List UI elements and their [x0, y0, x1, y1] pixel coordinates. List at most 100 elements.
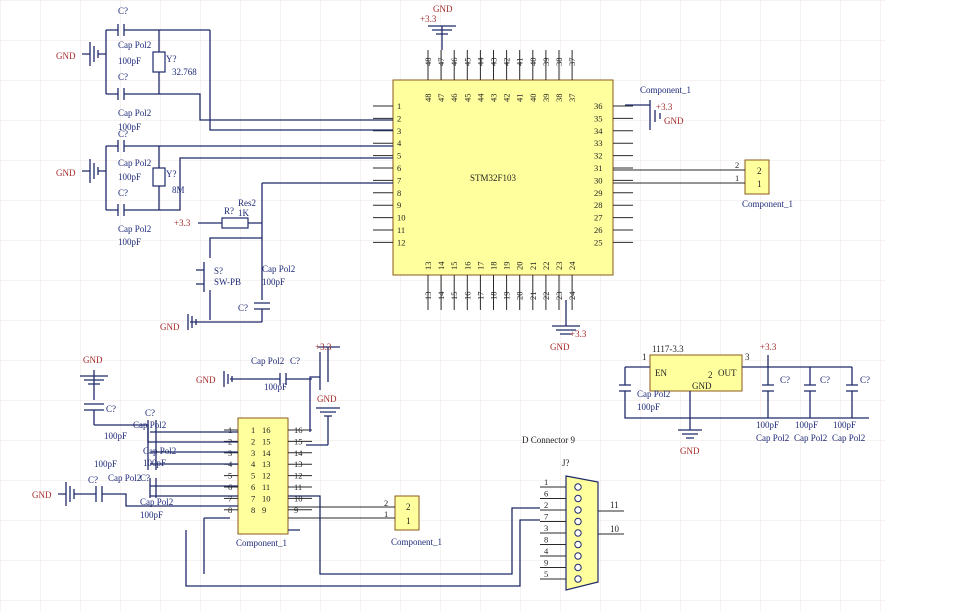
- pin-number: 39: [541, 94, 551, 103]
- regulator-body: [649, 354, 743, 392]
- pin-number: 16: [462, 262, 472, 271]
- cap-value: 100pF: [118, 172, 141, 182]
- cap-value: 100pF: [264, 382, 287, 392]
- pin-number: 7: [251, 493, 255, 503]
- pin-number: 7: [544, 512, 548, 522]
- pin-number: 30: [594, 175, 603, 185]
- gnd-symbol: [187, 314, 197, 330]
- pin-number: 9: [397, 200, 401, 210]
- pin-number: 13: [423, 292, 433, 301]
- pin-number: 6: [251, 482, 255, 492]
- pin-number: 1: [397, 101, 401, 111]
- pin-number: 46: [449, 58, 459, 67]
- d-connector-body: [565, 475, 599, 591]
- d-connector-designator: J?: [562, 458, 570, 468]
- gnd-symbol: [82, 159, 106, 183]
- pin-number: 39: [541, 58, 551, 67]
- crystal-8m-section[interactable]: GND C? Cap Pol2 100pF C? Cap Pol2 100pF …: [56, 129, 393, 247]
- pin-number: 2: [397, 113, 401, 123]
- pin-number: 26: [594, 225, 603, 235]
- pin-number: 42: [502, 94, 512, 102]
- pin-number: 1: [757, 179, 762, 189]
- pin-number: 15: [294, 436, 303, 446]
- pin-number: 13: [262, 459, 271, 469]
- cap-value: 100pF: [262, 277, 285, 287]
- crystal-32768-section[interactable]: GND C? Cap Pol2 100pF C? Cap Pol2 100pF …: [56, 6, 393, 132]
- gnd-label: GND: [317, 394, 337, 404]
- regulator-1117[interactable]: 1117-3.3 1 2 3 EN GND OUT Cap Pol2 100pF…: [619, 342, 870, 456]
- v33-label: +3.3: [315, 342, 332, 352]
- pin-number: 2: [735, 160, 739, 170]
- cap-designator: C?: [238, 303, 248, 313]
- wire: [185, 495, 540, 587]
- cap-type: Cap Pol2: [118, 40, 151, 50]
- regulator-name: 1117-3.3: [652, 344, 684, 354]
- pin-number: 11: [397, 225, 405, 235]
- cap-type: Cap Pol2: [118, 224, 151, 234]
- resistor-type: Res2: [238, 198, 256, 208]
- pin-number: 41: [515, 58, 525, 67]
- gnd-label: GND: [196, 375, 216, 385]
- reset-circuit[interactable]: +3.3 R? Res2 1K S? SW-PB Cap Pol2 100pF …: [160, 182, 393, 332]
- gnd-label: GND: [680, 446, 700, 456]
- mcu-name: STM32F103: [470, 173, 517, 183]
- pin-number: 6: [544, 489, 548, 499]
- pin-number: 7: [228, 493, 232, 503]
- pin-number: 2: [708, 370, 713, 380]
- pin-number: 1: [251, 425, 255, 435]
- pin-number: 4: [544, 546, 549, 556]
- wire: [105, 145, 118, 211]
- pin-number: 17: [475, 262, 485, 271]
- mcu-bottom-gnd: GND +3.3: [550, 300, 587, 352]
- pin-number: 34: [594, 126, 603, 136]
- v33-label: +3.3: [760, 342, 777, 352]
- crystal-symbol: [152, 51, 166, 73]
- pin-number: 25: [594, 237, 603, 247]
- pin-contact: [574, 529, 582, 537]
- mcu-right-power: +3.3 GND Component_1: [625, 85, 691, 130]
- pin-number: 37: [567, 94, 577, 103]
- pin-number: 27: [594, 213, 603, 223]
- crystal-value: 32.768: [172, 67, 197, 77]
- pin-number: 6: [397, 163, 401, 173]
- gnd-symbol: [223, 371, 233, 387]
- cap-designator: C?: [118, 72, 128, 82]
- cap-designator: C?: [145, 408, 155, 418]
- pin-number: 45: [462, 94, 472, 103]
- pin-number: 20: [515, 292, 525, 301]
- pin-number: 22: [541, 262, 551, 271]
- pin-number: 8: [397, 188, 401, 198]
- pin-number: 28: [594, 200, 603, 210]
- pin-number: 10: [610, 524, 620, 534]
- regulator-pin-label: OUT: [718, 368, 737, 378]
- cap-value: 100pF: [637, 402, 660, 412]
- pin-contact: [574, 575, 582, 583]
- pin-number: 17: [475, 292, 485, 301]
- pin-number: 5: [544, 569, 548, 579]
- pin-number: 3: [251, 448, 255, 458]
- regulator-pin-label: EN: [655, 368, 667, 378]
- connector-mcu-uart[interactable]: 2 1 2 1 Component_1: [613, 159, 793, 209]
- pin-number: 18: [489, 292, 499, 301]
- pin-number: 8: [251, 505, 255, 515]
- pin-number: 8: [228, 505, 232, 515]
- pin-number: 4: [397, 138, 402, 148]
- component-label: Component_1: [640, 85, 691, 95]
- cap-pair-symbol: [117, 24, 210, 100]
- pin-contact: [574, 483, 582, 491]
- pin-number: 13: [294, 459, 303, 469]
- pin-number: 3: [228, 448, 232, 458]
- cap-type: Cap Pol2: [251, 356, 284, 366]
- pin-number: 2: [757, 166, 762, 176]
- pin-contact: [574, 494, 582, 503]
- connector-chip-uart[interactable]: 2 1 2 1 Component_1: [288, 495, 442, 547]
- cap-value: 100pF: [118, 237, 141, 247]
- crystal-designator: Y?: [166, 54, 177, 64]
- cap-value: 100pF: [795, 420, 818, 430]
- connector-body: [394, 495, 420, 531]
